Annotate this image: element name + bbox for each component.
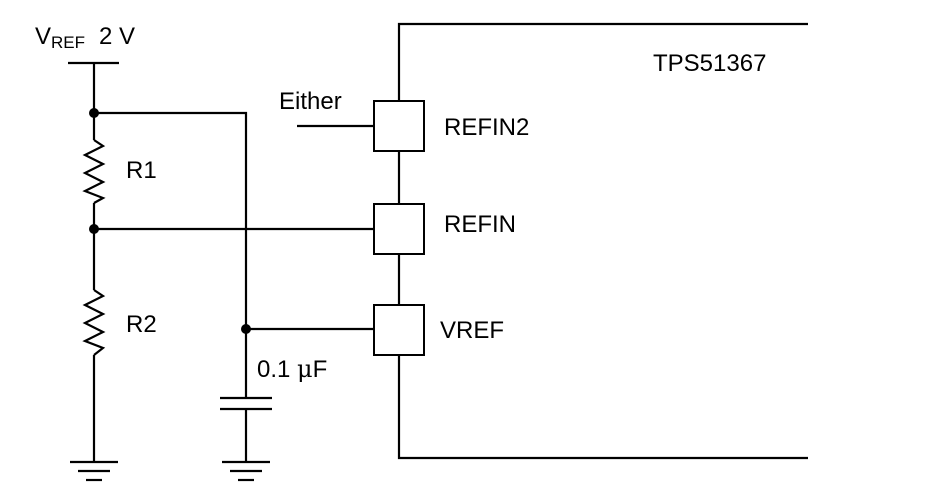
pin-label-vref: VREF (440, 317, 504, 344)
divider-network: R1 R2 (70, 63, 157, 482)
resistor-r1 (82, 139, 106, 204)
resistor-r2 (82, 289, 106, 356)
chip-outline (397, 22, 808, 460)
capacitor-symbol (220, 396, 272, 411)
capacitor-branch: 0.1 μF (94, 111, 327, 482)
wire-top-to-capacitor (94, 111, 248, 398)
either-label: Either (279, 88, 342, 115)
chip-name: TPS51367 (653, 50, 766, 77)
capacitor-label: 0.1 μF (257, 355, 327, 383)
pin-refin2 (373, 100, 425, 152)
r2-label: R2 (126, 311, 157, 338)
pin-label-refin: REFIN (444, 211, 516, 238)
ground-symbol-left (70, 460, 118, 482)
r1-label: R1 (126, 157, 157, 184)
ground-symbol-right (222, 460, 270, 482)
pin-label-refin2: REFIN2 (444, 114, 529, 141)
pin-vref (373, 304, 425, 356)
pin-refin (373, 203, 425, 255)
